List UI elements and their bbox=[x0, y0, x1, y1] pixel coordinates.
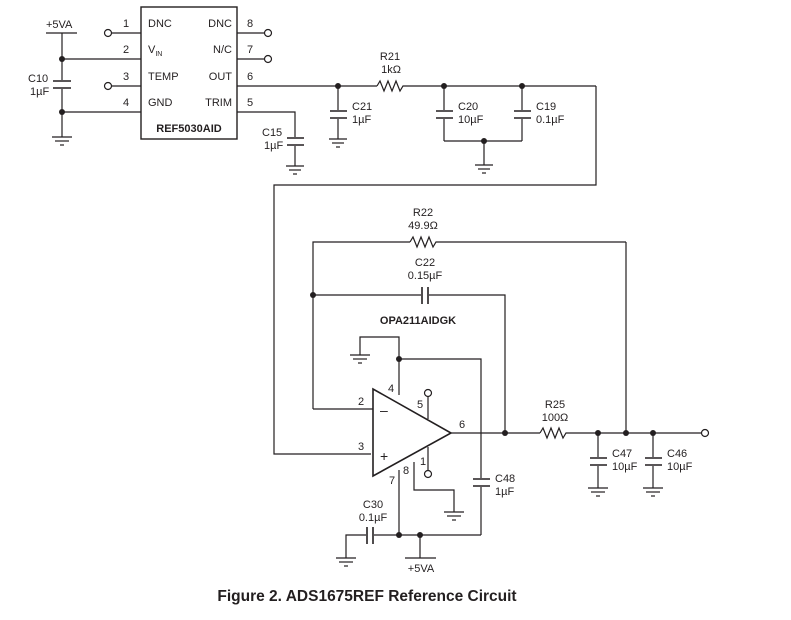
c10-ref: C10 bbox=[28, 73, 48, 85]
ic-pin-num: 8 bbox=[247, 18, 253, 30]
c48-ref: C48 bbox=[495, 473, 515, 485]
c15-ref: C15 bbox=[262, 127, 282, 139]
junction-dot bbox=[396, 532, 402, 538]
c30-ref: C30 bbox=[363, 499, 383, 511]
ic-pin-name: N/C bbox=[213, 44, 232, 56]
opamp-pin-8: 8 bbox=[403, 465, 409, 477]
c47-value: 10µF bbox=[612, 461, 638, 473]
capacitor-c10: C10 1µF bbox=[28, 33, 71, 137]
c47-ref: C47 bbox=[612, 448, 632, 460]
resistor-r25: R25 100Ω bbox=[539, 399, 702, 440]
ground-icon bbox=[588, 487, 608, 497]
capacitor-c20: C20 10µF bbox=[436, 86, 484, 141]
noninverting-sign: + bbox=[380, 448, 388, 464]
figure-caption: Figure 2. ADS1675REF Reference Circuit bbox=[217, 588, 516, 605]
opamp-pin-4: 4 bbox=[388, 383, 394, 395]
opamp-pin-6: 6 bbox=[459, 419, 465, 431]
ref-ic-part: REF5030AID bbox=[156, 123, 221, 135]
supply-top: +5VA bbox=[46, 19, 77, 34]
r22-ref: R22 bbox=[413, 207, 433, 219]
ic-pin-num: 4 bbox=[123, 97, 129, 109]
ic-pin-name: DNC bbox=[148, 18, 172, 30]
c20-value: 10µF bbox=[458, 114, 484, 126]
opamp-part: OPA211AIDGK bbox=[380, 315, 456, 327]
capacitor-c22: C22 0.15µF bbox=[313, 257, 506, 433]
c22-ref: C22 bbox=[415, 257, 435, 269]
capacitor-c30: C30 0.1µF bbox=[345, 499, 388, 558]
inverting-sign: – bbox=[380, 402, 388, 418]
terminal-opamp-pin1 bbox=[423, 469, 433, 479]
output-terminal bbox=[700, 428, 710, 438]
ic-pin-num: 7 bbox=[247, 44, 253, 56]
r22-value: 49.9Ω bbox=[408, 220, 438, 232]
r25-ref: R25 bbox=[545, 399, 565, 411]
terminal-pin1 bbox=[103, 28, 113, 38]
terminal-pin7 bbox=[263, 54, 273, 64]
opamp-pin-1: 1 bbox=[420, 456, 426, 468]
ic-pin-name: DNC bbox=[208, 18, 232, 30]
ground-icon bbox=[350, 354, 370, 364]
ground-icon bbox=[286, 165, 304, 175]
r21-value: 1kΩ bbox=[381, 64, 401, 76]
opamp-body bbox=[372, 387, 453, 478]
c20-ref: C20 bbox=[458, 101, 478, 113]
capacitor-c19: C19 0.1µF bbox=[514, 86, 565, 141]
resistor-r22: R22 49.9Ω bbox=[408, 207, 626, 249]
ic-pin-num: 5 bbox=[247, 97, 253, 109]
c30-value: 0.1µF bbox=[359, 512, 388, 524]
terminal-opamp-pin5 bbox=[423, 388, 433, 398]
ground-icon bbox=[329, 138, 347, 148]
opamp-pin-5: 5 bbox=[417, 399, 423, 411]
ic-pin-name: TRIM bbox=[205, 97, 232, 109]
ground-icon bbox=[52, 136, 72, 146]
supply-label-top: +5VA bbox=[46, 19, 73, 31]
terminal-pin8 bbox=[263, 28, 273, 38]
c19-ref: C19 bbox=[536, 101, 556, 113]
opamp-pin-7: 7 bbox=[389, 475, 395, 487]
ic-pin-name: VIN bbox=[148, 44, 162, 58]
ic-pin-num: 2 bbox=[123, 44, 129, 56]
c21-value: 1µF bbox=[352, 114, 371, 126]
ic-pin-num: 3 bbox=[123, 71, 129, 83]
ic-pin-name: TEMP bbox=[148, 71, 179, 83]
ground-icon bbox=[336, 557, 356, 567]
ic-pin-num: 6 bbox=[247, 71, 253, 83]
capacitor-c15: C15 1µF bbox=[262, 127, 304, 166]
capacitor-c46: C46 10µF bbox=[645, 433, 693, 488]
ground-icon bbox=[643, 487, 663, 497]
ref-ic-body bbox=[140, 6, 238, 140]
c10-value: 1µF bbox=[30, 86, 49, 98]
supply-label-bottom: +5VA bbox=[408, 563, 435, 575]
junction-dot bbox=[623, 430, 629, 436]
resistor-r21: R21 1kΩ bbox=[376, 51, 444, 93]
junction-dot bbox=[502, 430, 508, 436]
ic-pin-name: OUT bbox=[209, 71, 233, 83]
capacitor-c21: C21 1µF bbox=[330, 86, 372, 139]
r25-value: 100Ω bbox=[542, 412, 569, 424]
c21-ref: C21 bbox=[352, 101, 372, 113]
opamp-pin-2: 2 bbox=[358, 396, 364, 408]
ic-pin-name: GND bbox=[148, 97, 173, 109]
c46-value: 10µF bbox=[667, 461, 693, 473]
c48-value: 1µF bbox=[495, 486, 514, 498]
c22-value: 0.15µF bbox=[408, 270, 443, 282]
opamp-pin-3: 3 bbox=[358, 441, 364, 453]
c15-value: 1µF bbox=[264, 140, 283, 152]
r21-ref: R21 bbox=[380, 51, 400, 63]
capacitor-c47: C47 10µF bbox=[590, 433, 638, 488]
c46-ref: C46 bbox=[667, 448, 687, 460]
ic-pin-num: 1 bbox=[123, 18, 129, 30]
terminal-pin3 bbox=[103, 81, 113, 91]
ground-icon bbox=[444, 511, 464, 521]
c19-value: 0.1µF bbox=[536, 114, 565, 126]
capacitor-c48: C48 1µF bbox=[473, 473, 515, 535]
ground-icon bbox=[475, 164, 493, 174]
